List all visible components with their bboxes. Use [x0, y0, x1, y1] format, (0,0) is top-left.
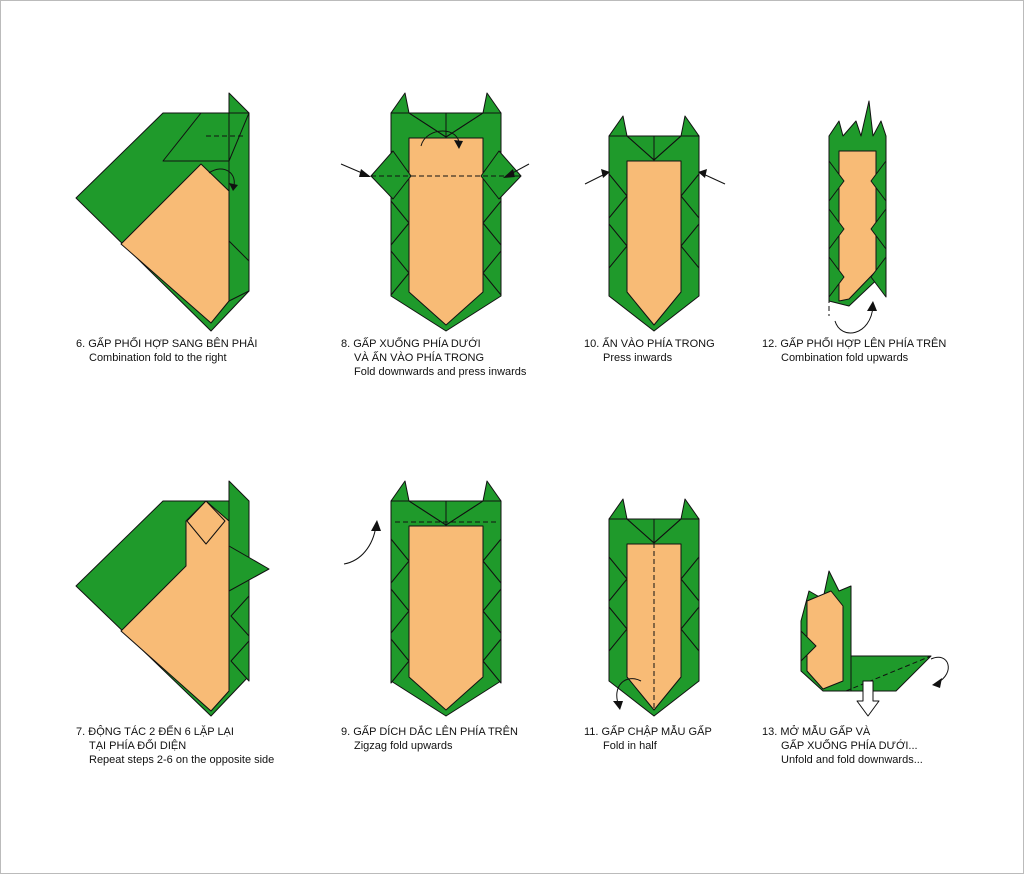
caption-step-7: 7. ĐỘNG TÁC 2 ĐẾN 6 LẶP LẠI TẠI PHÍA ĐỐI…: [76, 726, 275, 766]
zigzag-flap: [230, 595, 250, 637]
zigzag-up-arrow: [343, 525, 377, 565]
figure-step-10: [584, 115, 726, 332]
fold-up-arrow-head: [867, 301, 877, 311]
figure-step-12: [828, 100, 887, 334]
right-tab: [482, 480, 502, 502]
zigzag-flap: [870, 160, 887, 202]
right-zigzag-flap: [482, 538, 502, 584]
orange-body: [806, 590, 844, 690]
zigzag-flap: [870, 208, 887, 250]
press-arrow-left-head: [601, 169, 610, 178]
fold-down-arrow: [930, 656, 949, 684]
top-diamond: [186, 500, 226, 545]
press-arrow-right-head: [698, 169, 707, 178]
unfold-arrow-icon: [856, 680, 880, 717]
fold-line: [191, 112, 249, 291]
right-tab: [680, 115, 700, 137]
left-tab: [390, 92, 410, 114]
fold-up-arrow: [834, 305, 874, 334]
caption-step-6: 6. GẤP PHỐI HỢP SANG BÊN PHẢI Combinatio…: [76, 338, 258, 364]
figure-step-11: [608, 498, 700, 717]
fold-down-arrow-head: [454, 140, 463, 149]
orange-face: [120, 500, 230, 712]
orange-body: [408, 525, 484, 711]
caption-step-11: 11. GẤP CHẬP MẪU GẤP Fold in half: [584, 726, 712, 752]
figure-step-9: [343, 480, 502, 717]
right-zigzag-flap: [482, 638, 502, 684]
top-crease: [408, 500, 484, 526]
right-zigzag-flap: [680, 606, 700, 652]
press-arrow-left-head: [359, 169, 371, 177]
zigzag-flap: [230, 640, 250, 682]
caption-step-13: 13. MỞ MẪU GẤP VÀ GẤP XUỐNG PHÍA DƯỚI...…: [762, 726, 923, 766]
zigzag-flap: [870, 256, 887, 298]
right-tab: [680, 498, 700, 520]
left-zigzag-flap: [608, 556, 628, 602]
left-zigzag-flap: [608, 606, 628, 652]
left-zigzag-flap: [390, 250, 410, 296]
fold-half-arrow-head: [613, 701, 623, 710]
top-crease: [408, 112, 484, 138]
right-zigzag-flap: [482, 588, 502, 634]
zigzag-flap: [800, 630, 817, 662]
fold-line: [845, 655, 932, 692]
figure-step-13: [800, 570, 949, 717]
figure-step-6: [75, 92, 250, 332]
figure-step-7: [75, 480, 270, 717]
right-tab: [482, 92, 502, 114]
left-zigzag-flap: [608, 223, 628, 269]
left-tab: [608, 115, 628, 137]
left-tab: [608, 498, 628, 520]
left-zigzag-flap: [608, 173, 628, 219]
caption-step-12: 12. GẤP PHỐI HỢP LÊN PHÍA TRÊN Combinati…: [762, 338, 947, 364]
top-crease: [626, 135, 682, 161]
left-zigzag-flap: [390, 200, 410, 246]
zigzag-up-arrow-head: [371, 520, 381, 531]
right-zigzag-flap: [680, 173, 700, 219]
orange-body: [626, 160, 682, 326]
zigzag-flap: [828, 160, 845, 202]
left-zigzag-flap: [390, 638, 410, 684]
left-tab: [390, 480, 410, 502]
right-zigzag-flap: [482, 200, 502, 246]
fold-down-arrow-head: [932, 678, 942, 688]
fold-arrow-head: [229, 183, 238, 191]
right-side-flap: [480, 150, 522, 200]
caption-step-10: 10. ẤN VÀO PHÍA TRONG Press inwards: [584, 338, 715, 364]
right-zigzag-flap: [680, 223, 700, 269]
left-zigzag-flap: [390, 588, 410, 634]
right-zigzag-flap: [680, 556, 700, 602]
caption-step-9: 9. GẤP DÍCH DẮC LÊN PHÍA TRÊN Zigzag fol…: [341, 726, 518, 752]
press-arrow-right-head: [503, 169, 515, 178]
caption-step-8: 8. GẤP XUỐNG PHÍA DƯỚI VÀ ẤN VÀO PHÍA TR…: [341, 338, 527, 378]
right-zigzag-flap: [482, 250, 502, 296]
orange-body: [408, 137, 484, 326]
extended-flap: [845, 655, 932, 692]
figure-step-8: [340, 92, 530, 332]
left-zigzag-flap: [390, 538, 410, 584]
